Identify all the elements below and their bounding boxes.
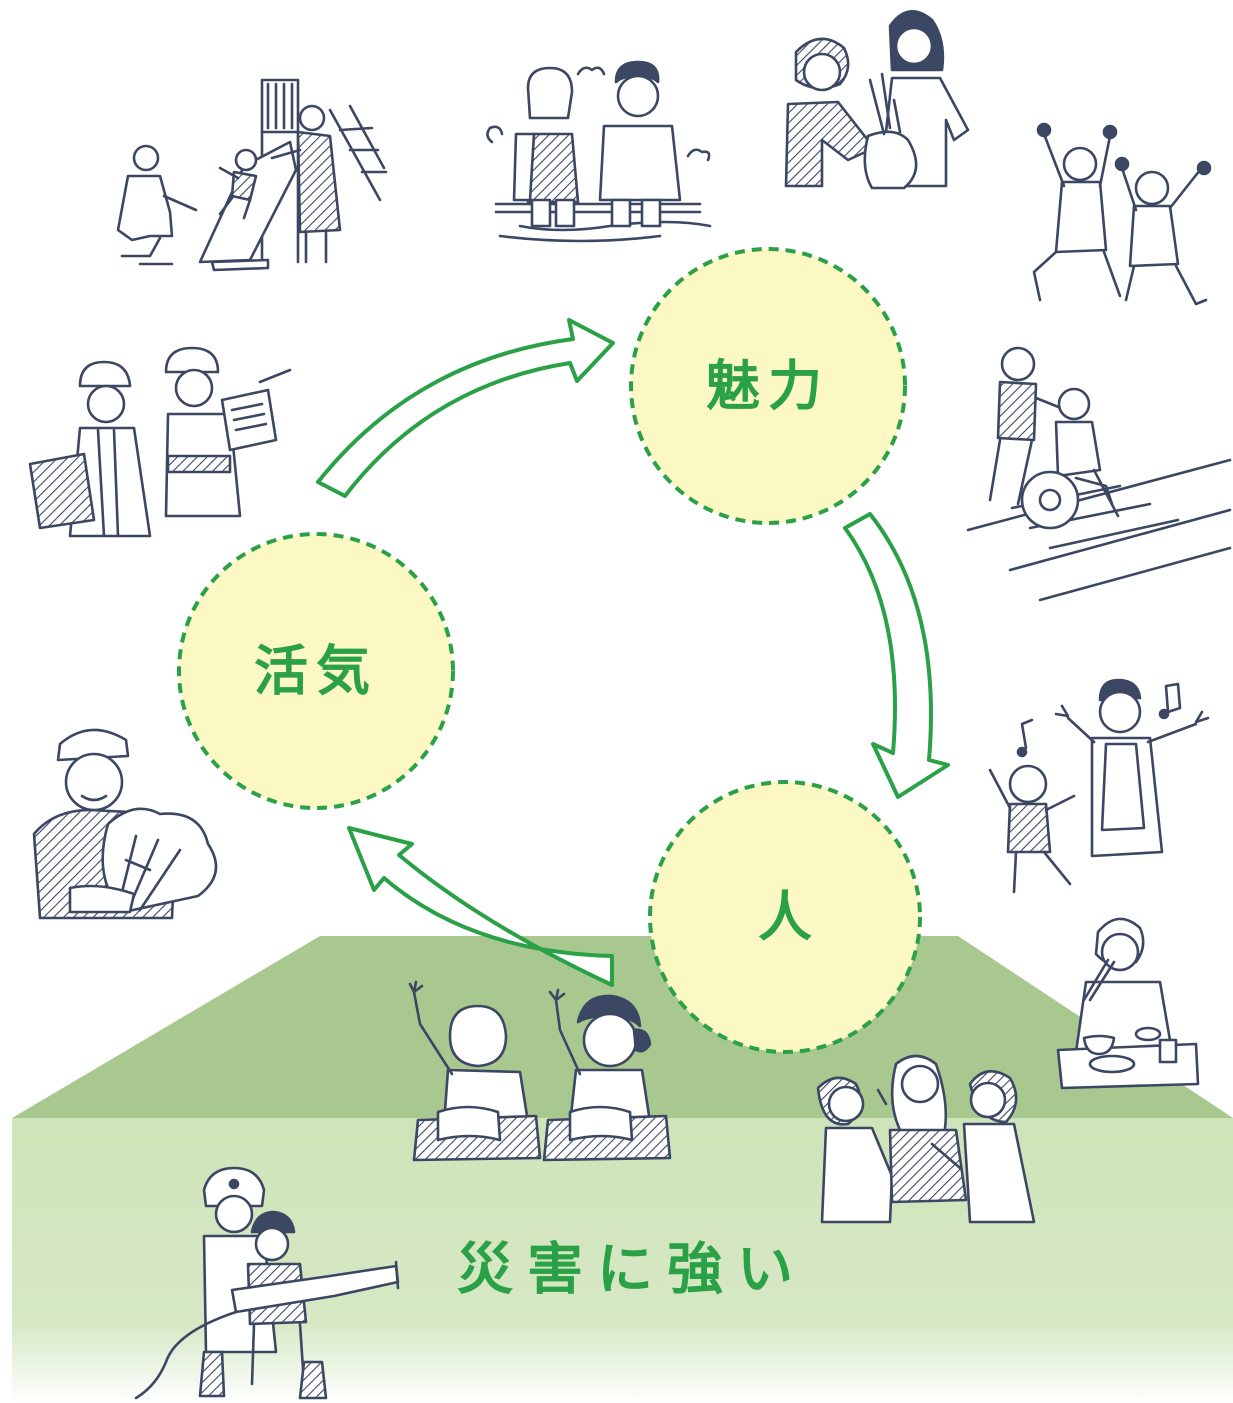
construction-workers-illustration: [28, 346, 292, 538]
wheelchair-crosswalk-illustration: [966, 346, 1232, 602]
ground-label: 災害に強い: [457, 1238, 807, 1303]
node-miryoku-circle: [629, 247, 907, 525]
node-miryoku: 魅力: [629, 247, 907, 525]
node-hito-circle: [648, 780, 922, 1054]
arrow-hito-to-katsuki: [347, 826, 614, 987]
community-chat-illustration: [816, 1054, 1036, 1224]
playground-family-illustration: [116, 78, 388, 272]
schoolchildren-raising-hands-illustration: [408, 980, 672, 1162]
school-lunch-illustration: [1056, 917, 1200, 1090]
vegetable-sharing-illustration: [784, 10, 970, 190]
node-katsuki-label: 活気: [254, 640, 378, 703]
farmer-with-greens-illustration: [32, 728, 218, 920]
firefighter-training-illustration: [134, 1166, 400, 1400]
node-miryoku-label: 魅力: [706, 355, 830, 418]
cheering-seniors-illustration: [1032, 122, 1212, 306]
cycle-arrows: [316, 318, 950, 987]
footbath-couple-illustration: [486, 60, 712, 243]
arrow-miryoku-to-hito: [843, 512, 950, 799]
node-hito-label: 人: [758, 886, 812, 949]
node-katsuki: 活気: [177, 532, 455, 810]
node-katsuki-circle: [177, 532, 455, 810]
dancing-kids-illustration: [988, 678, 1210, 894]
arrow-katsuki-to-miryoku: [316, 318, 615, 498]
node-hito: 人: [648, 780, 922, 1054]
